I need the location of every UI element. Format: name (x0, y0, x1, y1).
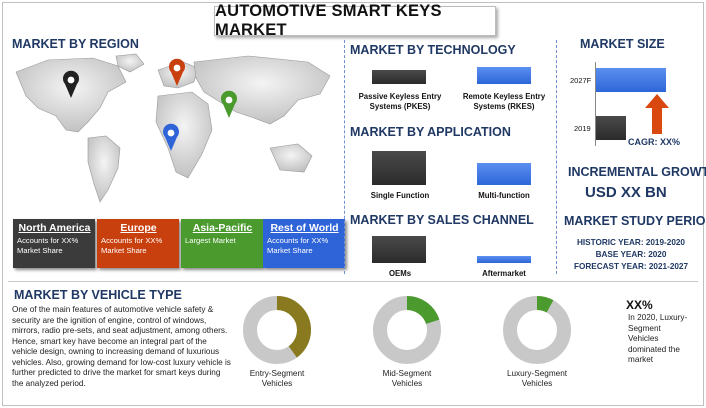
region-card-europe: Europe Accounts for XX% Market Share (97, 219, 179, 268)
divider-left (344, 40, 345, 274)
market-size-year-2019: 2019 (574, 124, 591, 133)
europe-pin-icon (168, 58, 185, 86)
technology-bar-pkes (372, 70, 426, 84)
region-card-rest-of-world: Rest of World Accounts for XX% Market Sh… (263, 219, 345, 268)
market-size-axis (595, 62, 596, 146)
application-bar-multi (477, 163, 531, 185)
donut-share-slice (503, 296, 571, 364)
donut-label-luxury: Luxury-Segment Vehicles (506, 369, 568, 388)
region-name: Rest of World (270, 222, 339, 234)
donut-mid-segment (373, 296, 441, 364)
region-card-asia-pacific: Asia-Pacific Largest Market (181, 219, 263, 268)
application-label-multi: Multi-function (478, 191, 530, 200)
market-size-bar-2019 (596, 116, 626, 140)
market-size-bar-2027 (596, 68, 666, 92)
sales-label-oems: OEMs (388, 269, 412, 278)
region-desc: Accounts for XX% Market Share (17, 236, 79, 255)
growth-arrow-icon (645, 94, 669, 134)
donut-label-entry: Entry-Segment Vehicles (249, 369, 305, 388)
highlight-value: XX% (626, 298, 653, 312)
donut-remainder (503, 296, 571, 364)
region-desc: Accounts for XX% Market Share (267, 236, 329, 255)
region-desc: Largest Market (185, 236, 236, 245)
asia-pacific-pin-icon (221, 90, 237, 118)
market-size-heading: MARKET SIZE (580, 37, 665, 51)
donut-label-mid: Mid-Segment Vehicles (382, 369, 432, 388)
incremental-heading: INCREMENTAL GROWTH (568, 165, 706, 179)
study-historic: HISTORIC YEAR: 2019-2020 (576, 238, 685, 247)
sales-bar-aftermarket (477, 256, 531, 263)
technology-bar-rkes (477, 67, 531, 84)
sales-bar-oems (372, 236, 426, 263)
divider-right (556, 40, 557, 274)
rest-of-world-pin-icon (162, 123, 179, 151)
region-name: Europe (120, 222, 157, 234)
incremental-value: USD XX BN (585, 184, 667, 201)
cagr-text: CAGR: XX% (628, 137, 681, 147)
donut-entry-segment (243, 296, 311, 364)
page-title: AUTOMOTIVE SMART KEYS MARKET (214, 2, 496, 39)
study-base: BASE YEAR: 2020 (595, 250, 667, 259)
vehicle-paragraph: One of the main features of automotive v… (12, 305, 231, 388)
application-heading: MARKET BY APPLICATION (350, 125, 511, 139)
study-forecast: FORECAST YEAR: 2021-2027 (573, 262, 689, 271)
donut-share-slice (243, 296, 311, 364)
region-heading: MARKET BY REGION (12, 37, 139, 51)
region-desc: Accounts for XX% Market Share (101, 236, 163, 255)
donut-luxury-segment (503, 296, 571, 364)
technology-label-pkes: Passive Keyless Entry Systems (PKES) (358, 92, 442, 111)
highlight-text: In 2020, Luxury-Segment Vehicles dominat… (628, 313, 688, 364)
vehicle-heading: MARKET BY VEHICLE TYPE (14, 288, 182, 302)
world-map (15, 53, 331, 203)
technology-label-rkes: Remote Keyless Entry Systems (RKES) (462, 92, 546, 111)
section-divider (8, 281, 698, 282)
application-label-single: Single Function (370, 191, 430, 200)
region-card-north-america: North America Accounts for XX% Market Sh… (13, 219, 95, 268)
north-america-pin-icon (63, 70, 79, 98)
region-name: Asia-Pacific (192, 222, 253, 234)
market-size-year-2027: 2027F (570, 76, 592, 85)
technology-heading: MARKET BY TECHNOLOGY (350, 43, 516, 57)
donut-share-slice (373, 296, 441, 364)
application-bar-single (372, 151, 426, 185)
study-period-heading: MARKET STUDY PERIOD (564, 214, 706, 228)
sales-label-aftermarket: Aftermarket (482, 269, 526, 278)
sales-channel-heading: MARKET BY SALES CHANNEL (350, 213, 534, 227)
region-name: North America (18, 222, 91, 234)
